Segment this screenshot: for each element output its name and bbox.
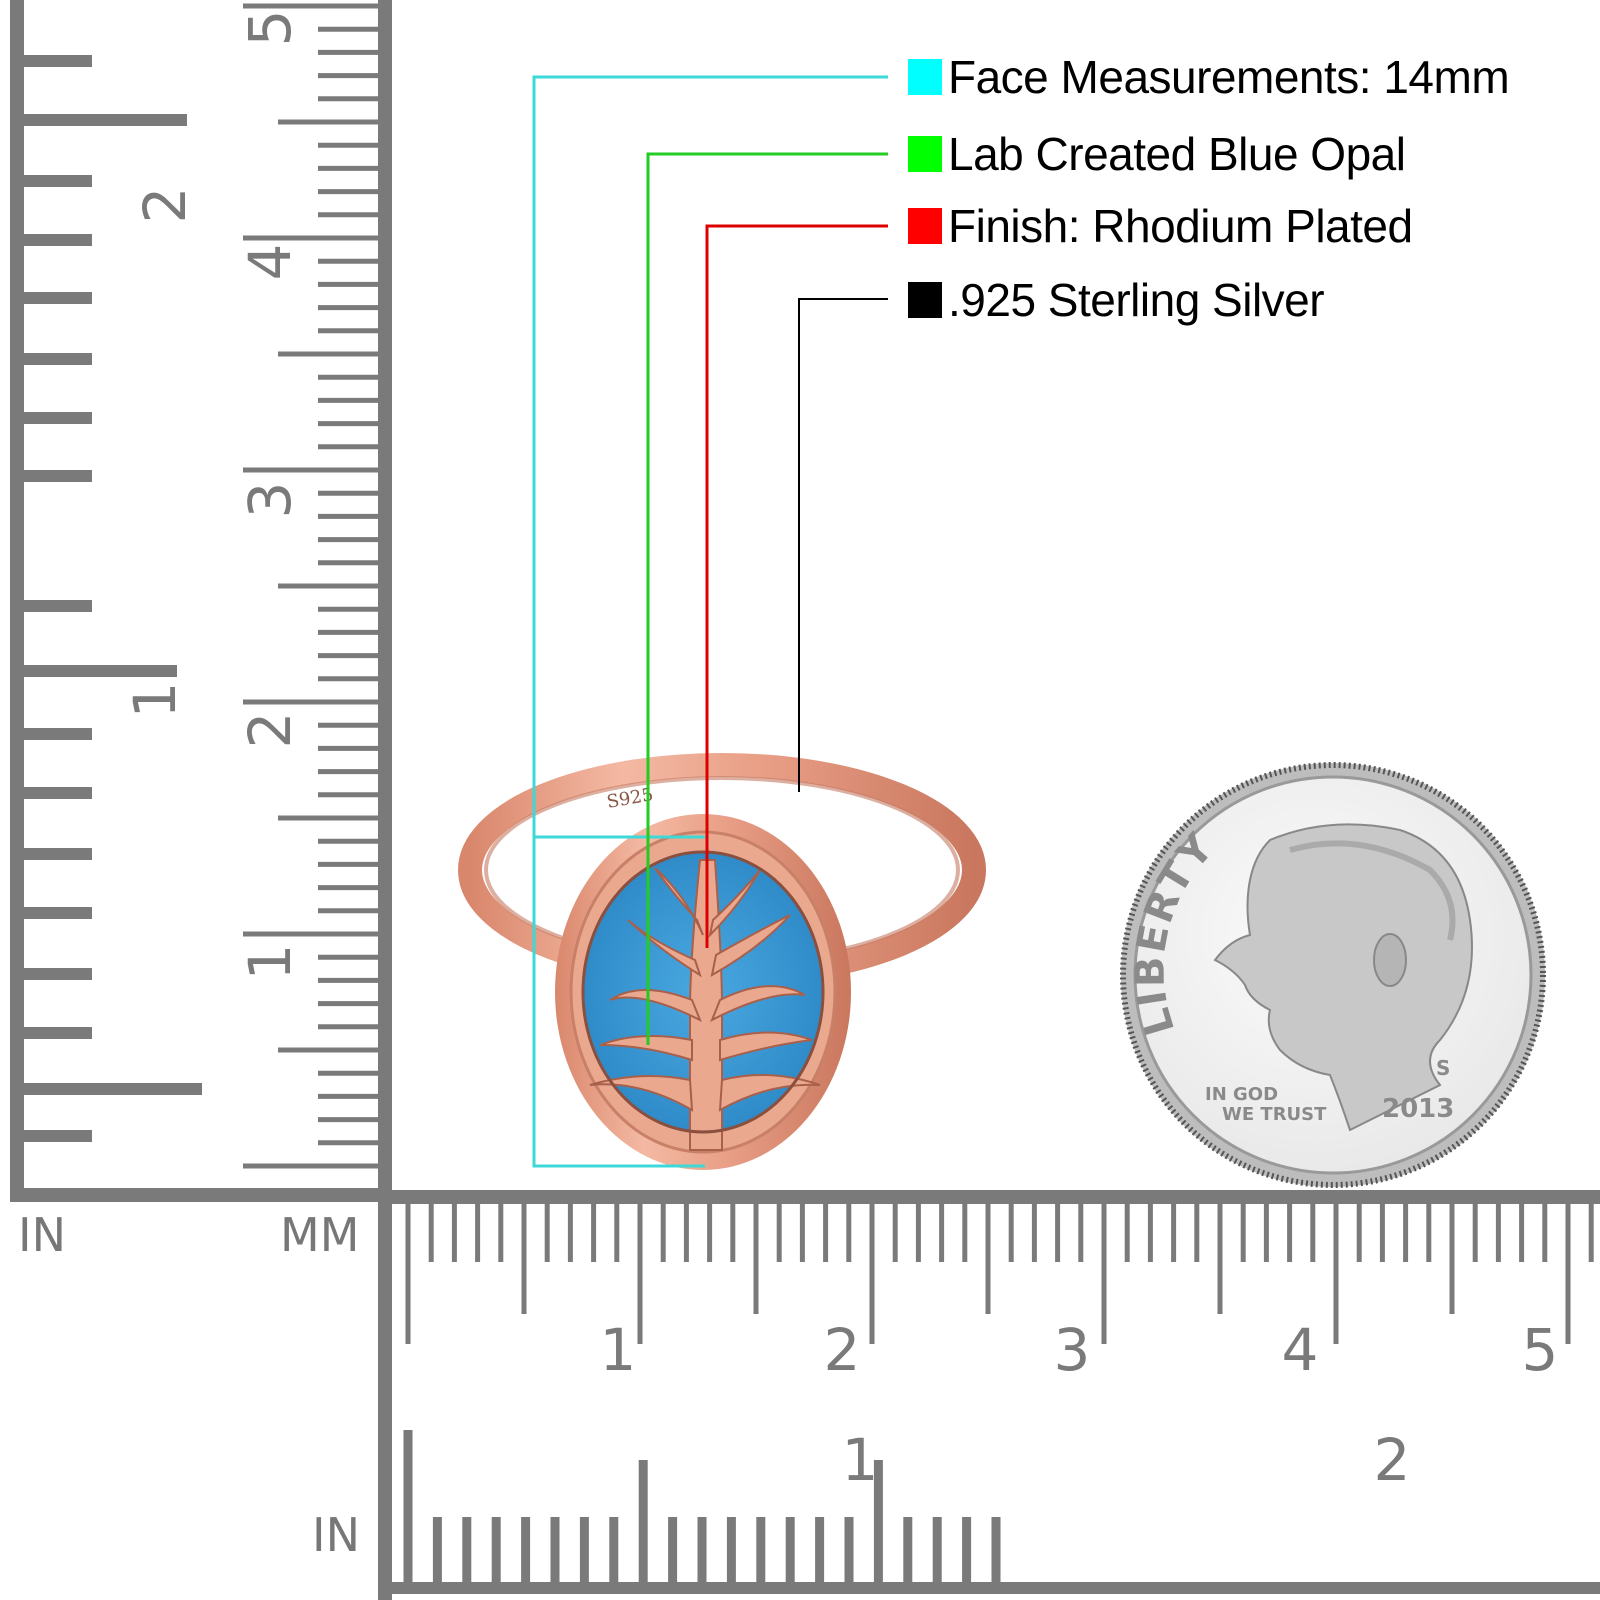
left-inch-tick-1: 1 xyxy=(121,682,189,719)
left-cm-tick-1: 1 xyxy=(236,944,304,981)
legend-item-face-measurements: Face Measurements: 14mm xyxy=(908,51,1510,103)
bottom-cm-tick-1: 1 xyxy=(600,1316,637,1384)
coin-motto-line2: WE TRUST xyxy=(1222,1104,1327,1125)
coin-mint-mark: S xyxy=(1436,1056,1450,1080)
bottom-inch-tick-2: 2 xyxy=(1374,1426,1411,1494)
cyan-swatch-icon xyxy=(908,59,942,95)
green-swatch-icon xyxy=(908,136,942,172)
coin-motto-line1: IN GOD xyxy=(1205,1084,1278,1105)
legend-item-metal: .925 Sterling Silver xyxy=(908,274,1325,326)
left-cm-tick-5: 5 xyxy=(236,10,304,47)
legend-label: Lab Created Blue Opal xyxy=(948,128,1406,180)
bottom-inch-tick-1: 1 xyxy=(842,1426,879,1494)
leader-line-face xyxy=(532,75,888,1168)
left-cm-tick-4: 4 xyxy=(236,244,304,281)
bottom-cm-tick-2: 2 xyxy=(824,1316,861,1384)
legend-label: .925 Sterling Silver xyxy=(948,274,1325,326)
left-inch-unit-label: IN xyxy=(18,1208,66,1262)
bottom-cm-tick-5: 5 xyxy=(1522,1316,1559,1384)
legend-item-finish: Finish: Rhodium Plated xyxy=(908,200,1413,252)
legend-label: Face Measurements: 14mm xyxy=(948,51,1510,103)
black-swatch-icon xyxy=(908,282,942,318)
leader-line-finish xyxy=(705,224,888,948)
left-cm-tick-3: 3 xyxy=(236,482,304,519)
bottom-inch-unit-label: IN xyxy=(312,1508,360,1562)
bottom-cm-tick-3: 3 xyxy=(1054,1316,1091,1384)
left-inch-tick-2: 2 xyxy=(131,187,199,224)
left-mm-unit-label: MM xyxy=(280,1208,360,1262)
coin-portrait xyxy=(1213,823,1473,1132)
left-cm-tick-2: 2 xyxy=(236,712,304,749)
legend-label: Finish: Rhodium Plated xyxy=(948,200,1413,252)
bottom-cm-tick-4: 4 xyxy=(1282,1316,1319,1384)
legend-item-stone: Lab Created Blue Opal xyxy=(908,128,1406,180)
leader-line-metal xyxy=(798,298,888,792)
coin-year: 2013 xyxy=(1382,1094,1454,1124)
red-swatch-icon xyxy=(908,208,942,244)
leader-line-opal xyxy=(646,152,888,1045)
